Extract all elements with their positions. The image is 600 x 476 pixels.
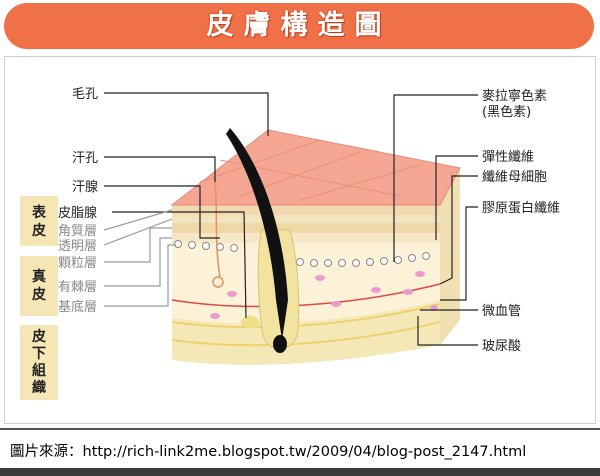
skin-structure-diagram: 表 皮 真 皮 皮 下 組 織 bbox=[20, 87, 560, 400]
side-label-subcutis-4: 織 bbox=[32, 379, 46, 396]
label-elastic-fiber: 彈性纖維 bbox=[482, 150, 534, 165]
side-label-dermis-2: 皮 bbox=[31, 286, 46, 303]
page-title: 皮膚構造圖 bbox=[206, 10, 392, 41]
label-sweat-pore: 汗孔 bbox=[72, 151, 98, 166]
label-pore: 毛孔 bbox=[72, 87, 98, 102]
label-stratum-basale: 基底層 bbox=[58, 299, 97, 315]
side-label-subcutis-3: 組 bbox=[32, 362, 46, 379]
source-caption: 圖片來源：http://rich-link2me.blogspot.tw/200… bbox=[10, 444, 527, 460]
stratum-layer bbox=[172, 205, 440, 215]
label-melanin-paren: (黑色素) bbox=[482, 104, 531, 120]
divider bbox=[0, 428, 600, 430]
hair-bulb bbox=[273, 335, 287, 353]
leader-lines-left bbox=[104, 92, 269, 319]
label-sebaceous-gland: 皮脂腺 bbox=[58, 206, 97, 221]
title-banner: 皮膚構造圖 bbox=[4, 3, 594, 49]
hair-shaft bbox=[226, 128, 288, 340]
label-stratum-corneum: 角質層 bbox=[58, 224, 97, 239]
label-capillary: 微血管 bbox=[482, 304, 521, 319]
label-collagen-fiber: 膠原蛋白纖維 bbox=[482, 200, 560, 216]
sweat-duct bbox=[214, 181, 221, 279]
label-hyaluronic-acid: 玻尿酸 bbox=[482, 339, 521, 354]
subcutis-layer bbox=[172, 300, 440, 365]
stratum-layer bbox=[172, 233, 440, 243]
side-label-subcutis-2: 下 bbox=[32, 346, 46, 362]
label-stratum-granulosum: 顆粒層 bbox=[58, 256, 97, 271]
label-stratum-lucidum: 透明層 bbox=[58, 239, 97, 254]
side-label-dermis-1: 真 bbox=[32, 268, 46, 285]
stratum-layer bbox=[172, 223, 440, 233]
side-label-epidermis-2: 皮 bbox=[31, 222, 46, 239]
side-tab-epidermis bbox=[20, 196, 58, 246]
label-melanin: 麥拉寧色素 bbox=[482, 88, 547, 104]
bottom-bar bbox=[0, 468, 600, 476]
sebaceous-gland bbox=[241, 316, 259, 328]
side-label-subcutis-1: 皮 bbox=[31, 328, 46, 345]
skin-surface-lines bbox=[199, 139, 421, 201]
label-sweat-gland: 汗腺 bbox=[72, 180, 98, 195]
label-fibroblast: 纖維母細胞 bbox=[482, 170, 547, 185]
block-side-face bbox=[440, 168, 460, 345]
side-tab-subcutis bbox=[20, 325, 58, 400]
side-label-epidermis-1: 表 bbox=[31, 204, 47, 221]
leader-lines-right bbox=[393, 94, 478, 346]
stratum-layer bbox=[172, 215, 440, 223]
leader-lines-left-strata bbox=[103, 209, 176, 307]
side-tab-dermis bbox=[20, 256, 58, 316]
sweat-gland-coil bbox=[212, 276, 224, 288]
subcutis-line bbox=[171, 321, 441, 347]
subcutis-line bbox=[171, 303, 441, 329]
label-stratum-spinosum: 有棘層 bbox=[58, 280, 97, 295]
